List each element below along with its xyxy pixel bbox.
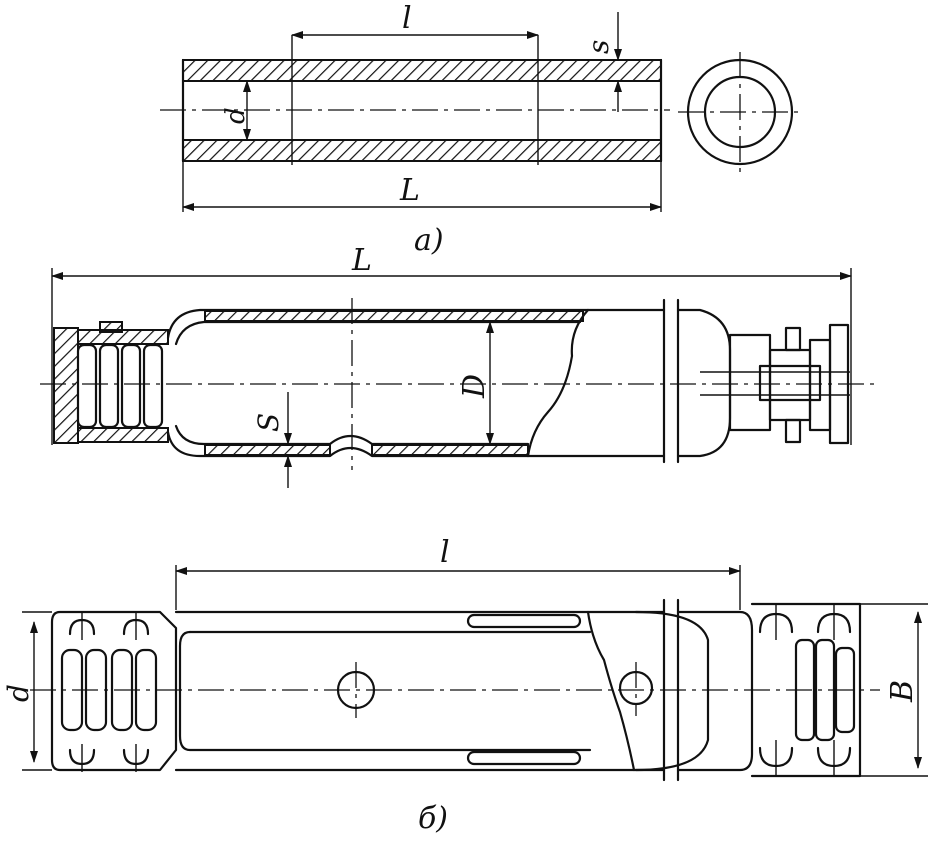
dim-label-fig-b-L: L	[351, 243, 372, 278]
slot-top	[466, 613, 582, 629]
dim-label-L: L	[399, 173, 420, 208]
left-fitting-flange	[53, 327, 79, 444]
left-fitting-bolts	[68, 612, 150, 772]
slot-bottom	[466, 750, 582, 766]
dim-label-fig-c-B: B	[885, 680, 920, 703]
body-lower-wall-hatch-1	[204, 444, 331, 456]
body-right-contour	[634, 610, 710, 772]
body-lower-wall-hatch-2	[371, 444, 529, 456]
body-right-end	[676, 308, 732, 458]
dim-label-fig-b-D: D	[457, 374, 492, 399]
left-fitting-body	[50, 610, 178, 772]
figure-label-b: б)	[418, 801, 448, 836]
figure-c-view: l	[2, 535, 928, 836]
left-fitting-ribs	[76, 321, 169, 443]
view-break-line	[586, 610, 636, 772]
figure-label-a: a)	[414, 223, 444, 258]
body-upper-wall-hatch	[204, 310, 584, 322]
dim-label-d: d	[221, 107, 251, 124]
dim-label-fig-c-d: d	[2, 684, 35, 702]
dim-label-s: s	[582, 40, 615, 54]
main-body-inner-left	[178, 630, 592, 752]
body-upper-inner	[174, 320, 582, 346]
section-break-line	[526, 308, 590, 458]
figure-b-section: L	[40, 243, 880, 488]
right-fitting-bolts	[758, 604, 852, 776]
tube-upper-wall	[182, 59, 662, 82]
tube-lower-wall	[182, 139, 662, 162]
dim-label-l: l	[402, 1, 412, 36]
dim-label-fig-c-l: l	[440, 535, 450, 570]
figure-a-tube: l L s d a)	[160, 1, 804, 258]
main-body-outline	[174, 610, 666, 772]
body-upper-outer	[166, 308, 590, 340]
dim-label-fig-b-S: S	[252, 413, 285, 432]
body-right-end-view	[676, 610, 754, 772]
